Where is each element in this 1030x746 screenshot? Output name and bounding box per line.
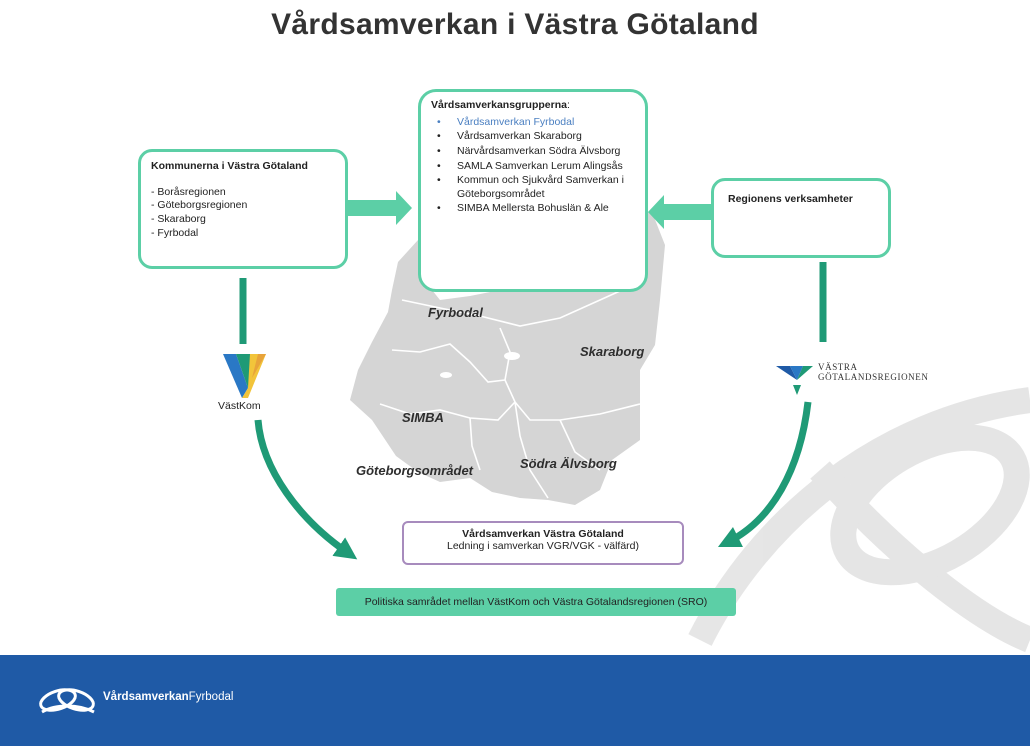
vgr-wordmark: VÄSTRA GÖTALANDSREGIONEN <box>818 362 928 383</box>
care-group-label: Vårdsamverkan Fyrbodal <box>457 115 575 128</box>
left-block-arrow <box>348 191 412 225</box>
bullet: • <box>437 174 441 187</box>
vardsamverkan-swirl-logo <box>39 688 95 714</box>
care-groups-box: Vårdsamverkansgrupperna: • Vårdsamverkan … <box>418 89 648 292</box>
vardsamverkan-vg-subtitle: Ledning i samverkan VGR/VGK - välfärd) <box>447 540 639 552</box>
map-label-skaraborg: Skaraborg <box>580 344 645 359</box>
left-curved-arrow <box>254 419 358 560</box>
bullet: • <box>437 115 441 128</box>
right-block-arrow <box>648 195 711 229</box>
list-item: - Skaraborg <box>151 212 206 225</box>
care-group-label: Kommun och Sjukvård Samverkan i Göteborg… <box>457 174 624 200</box>
care-group-label: SAMLA Samverkan Lerum Alingsås <box>457 159 623 172</box>
list-item: • SAMLA Samverkan Lerum Alingsås <box>431 160 635 174</box>
list-item: - Boråsregionen <box>151 185 226 198</box>
map-label-fyrbodal: Fyrbodal <box>428 305 483 320</box>
list-item: - Fyrbodal <box>151 226 199 239</box>
footer-brand-regular: Fyrbodal <box>188 691 234 703</box>
watermark-swirl <box>688 387 1030 653</box>
map-label-simba: SIMBA <box>402 410 444 425</box>
page-title: Vårdsamverkan i Västra Götaland <box>271 8 759 41</box>
list-item: • SIMBA Mellersta Bohuslän & Ale <box>431 202 635 216</box>
list-item: • Vårdsamverkan Fyrbodal <box>431 116 635 130</box>
vgr-line1: VÄSTRA <box>818 362 858 372</box>
vardsamverkan-vg-box: Vårdsamverkan Västra Götaland Ledning i … <box>402 521 684 565</box>
vastkom-label: VästKom <box>218 400 261 412</box>
vgr-line2: GÖTALANDSREGIONEN <box>818 372 929 383</box>
municipalities-title: Kommunerna i Västra Götaland <box>151 160 308 172</box>
bullet: • <box>437 130 441 143</box>
footer-bar: VårdsamverkanFyrbodal <box>0 655 1030 746</box>
vardsamverkan-vg-title: Vårdsamverkan Västra Götaland <box>462 528 624 540</box>
care-group-label: SIMBA Mellersta Bohuslän & Ale <box>457 202 609 215</box>
care-groups-title-suffix: : <box>566 99 570 111</box>
list-item: - Göteborgsregionen <box>151 199 248 212</box>
list-item: • Närvårdsamverkan Södra Älvsborg <box>431 145 635 159</box>
care-groups-list: • Vårdsamverkan Fyrbodal • Vårdsamverkan S… <box>431 116 635 216</box>
bullet: • <box>437 144 441 157</box>
sro-banner: Politiska samrådet mellan VästKom och Vä… <box>336 588 736 616</box>
care-groups-heading: Vårdsamverkansgrupperna: <box>431 99 635 113</box>
care-group-label: Närvårdsamverkan Södra Älvsborg <box>457 144 621 157</box>
footer-brand-bold: Vårdsamverkan <box>103 691 189 703</box>
bullet: • <box>437 159 441 172</box>
municipalities-box: Kommunerna i Västra Götaland - Boråsregi… <box>138 149 348 269</box>
municipalities-list: - Boråsregionen - Göteborgsregionen - Sk… <box>151 186 335 241</box>
map-label-goteborgsomradet: Göteborgsområdet <box>356 463 474 478</box>
care-group-label: Vårdsamverkan Skaraborg <box>457 130 582 143</box>
care-groups-title: Vårdsamverkansgrupperna <box>431 99 567 111</box>
region-operations-box: Regionens verksamheter <box>711 178 891 258</box>
flow-arrows <box>239 262 827 560</box>
list-item: • Vårdsamverkan Skaraborg <box>431 130 635 144</box>
vastkom-v-logo <box>223 354 266 398</box>
footer-brand: VårdsamverkanFyrbodal <box>103 691 233 703</box>
vgr-logo <box>776 366 813 395</box>
right-curved-arrow <box>717 401 812 548</box>
region-operations-title: Regionens verksamheter <box>728 193 853 205</box>
map-label-sodra-alvsborg: Södra Älvsborg <box>520 456 617 471</box>
bullet: • <box>437 202 441 215</box>
list-item: • Kommun och Sjukvård Samverkan i Götebor… <box>431 174 635 201</box>
